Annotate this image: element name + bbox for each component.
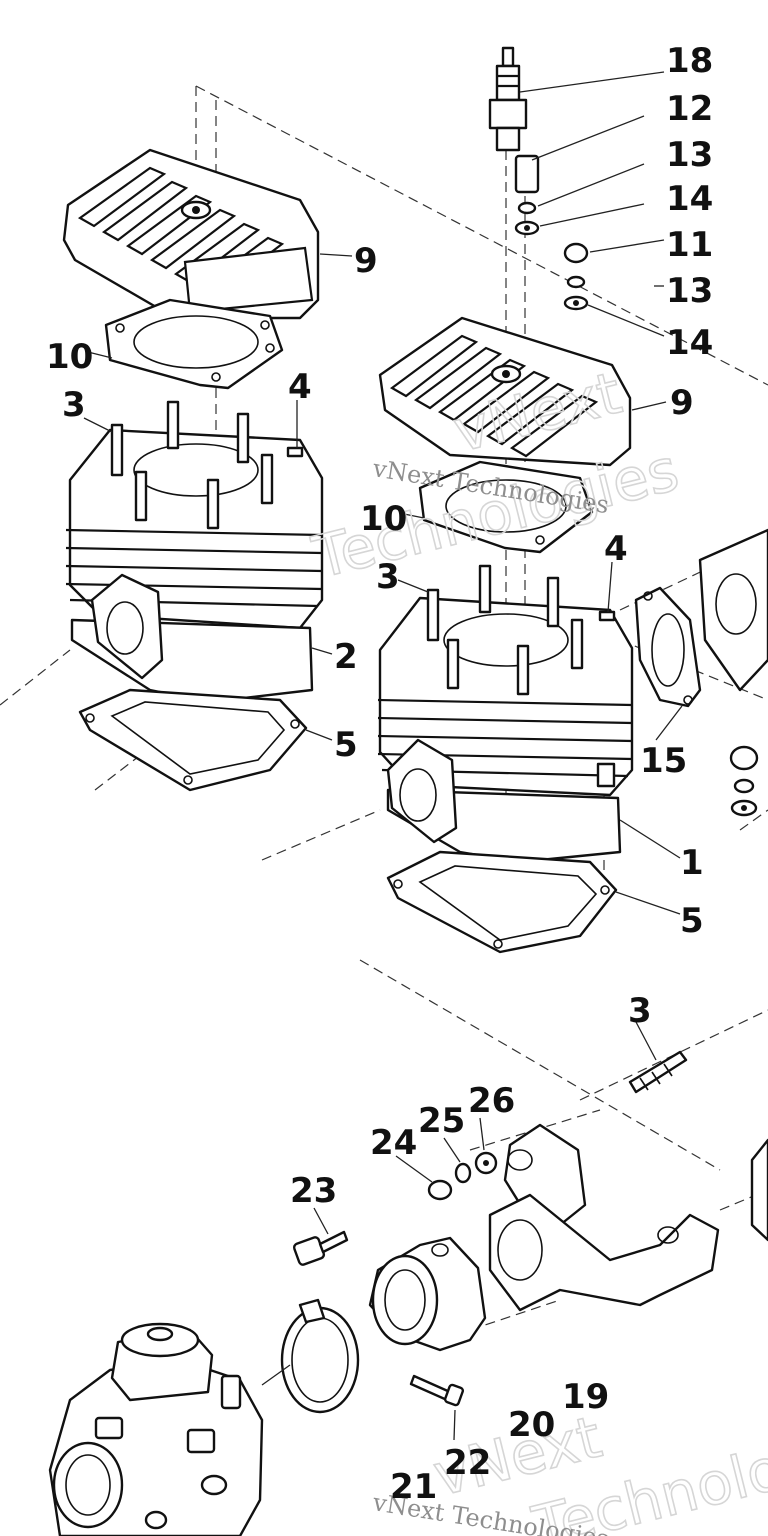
callout-label: 10: [46, 337, 93, 377]
callout-label: 9: [670, 383, 694, 423]
right-cylinder: [377, 564, 634, 864]
callout-label: 10: [360, 499, 407, 539]
callout-label: 12: [666, 89, 713, 129]
right-base-gasket: [386, 850, 618, 954]
callout-label: 9: [354, 241, 378, 281]
callout-label: 24: [370, 1123, 417, 1163]
callout-label: 3: [62, 385, 86, 425]
callout-label: 19: [562, 1377, 609, 1417]
leader-lines: [83, 71, 683, 1441]
right-head-gasket: [418, 460, 594, 554]
clamp-screw: [409, 1374, 465, 1407]
exhaust-gasket: [634, 586, 702, 708]
callout-label: 5: [680, 901, 704, 941]
intake-hardware: [427, 1151, 498, 1201]
callout-label: 3: [628, 991, 652, 1031]
small-hardware: [514, 154, 589, 311]
spark-plug: [488, 46, 528, 152]
mount-bolt: [292, 1230, 349, 1266]
callout-label: 11: [666, 225, 713, 265]
hose-clamp: [280, 1298, 360, 1414]
left-cylinder: [65, 400, 324, 704]
callout-label: 5: [334, 725, 358, 765]
carburetor: [48, 1322, 264, 1536]
intake-adapter: [368, 1236, 487, 1352]
callout-label: 13: [666, 135, 713, 175]
right-cylinder-head: [378, 316, 632, 467]
callout-label: 13: [666, 271, 713, 311]
left-head-gasket: [104, 298, 284, 390]
intake-stud: [628, 1050, 688, 1094]
callout-label: 21: [390, 1467, 437, 1507]
callout-label: 22: [444, 1443, 491, 1483]
callout-label: 1: [680, 843, 704, 883]
intake-manifold: [488, 1123, 768, 1312]
callout-label: 3: [376, 557, 400, 597]
callout-label: 20: [508, 1405, 555, 1445]
callout-label: 18: [666, 41, 713, 81]
left-base-gasket: [78, 688, 308, 792]
callout-label: 14: [666, 179, 713, 219]
left-cylinder-head: [62, 148, 320, 320]
callout-numbers: 18 12 13 14 11 13 14 9 10 3 4 9 10 3 4 1…: [46, 41, 713, 1507]
callout-label: 14: [666, 323, 713, 363]
callout-label: 23: [290, 1171, 337, 1211]
callout-label: 4: [604, 529, 628, 569]
callout-label: 4: [288, 367, 312, 407]
right-edge-parts: [698, 528, 768, 817]
callout-label: 26: [468, 1081, 515, 1121]
callout-label: 15: [640, 741, 687, 781]
callout-label: 2: [334, 637, 358, 677]
callout-label: 25: [418, 1101, 465, 1141]
